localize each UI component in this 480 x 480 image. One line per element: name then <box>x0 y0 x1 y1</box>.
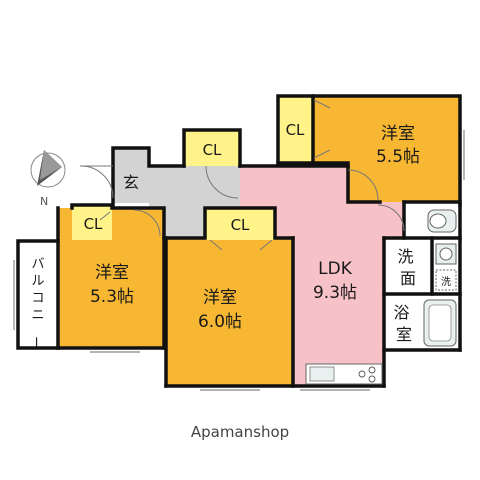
room-western-6-0 <box>166 238 293 386</box>
room-western-5-3-size: 5.3帖 <box>90 287 134 307</box>
balcony <box>18 241 58 348</box>
room-western-6-0-name: 洋室 <box>203 288 237 308</box>
room-bath-label: 浴 室 <box>393 303 414 344</box>
stove-icon <box>358 366 376 383</box>
closet-middle-label: CL <box>231 216 250 234</box>
windows <box>13 130 465 391</box>
room-entrance-label: 玄 <box>123 173 139 192</box>
room-entrance <box>113 148 149 203</box>
room-western-5-5-size: 5.5帖 <box>376 147 420 167</box>
doors <box>79 99 405 251</box>
closet-middle <box>205 208 275 240</box>
closet-top-middle-label: CL <box>203 141 222 159</box>
fixtures <box>305 209 457 385</box>
washer-label: 洗 <box>441 276 451 288</box>
room-ldk-size: 9.3帖 <box>313 283 357 303</box>
walls <box>16 94 462 388</box>
room-washroom-label: 洗 面 <box>397 247 418 288</box>
room-ldk-name: LDK <box>318 259 353 279</box>
closet-top-right-label: CL <box>286 121 305 139</box>
closet-top-middle <box>184 130 240 166</box>
room-western-6-0-size: 6.0帖 <box>198 312 242 332</box>
room-western-5-3-name: 洋室 <box>95 263 129 283</box>
sink-icon <box>309 366 335 382</box>
balcony-label: バルコニー <box>27 257 44 349</box>
closet-left-label: CL <box>84 215 103 233</box>
closet-left <box>72 205 112 240</box>
washer-icon <box>435 269 457 291</box>
compass-north-label: N <box>40 195 48 208</box>
compass-icon <box>30 150 66 188</box>
room-ldk <box>240 166 404 386</box>
room-western-5-5-name: 洋室 <box>381 124 415 144</box>
closet-top-right <box>278 96 313 163</box>
watermark: Apamanshop <box>191 423 289 441</box>
